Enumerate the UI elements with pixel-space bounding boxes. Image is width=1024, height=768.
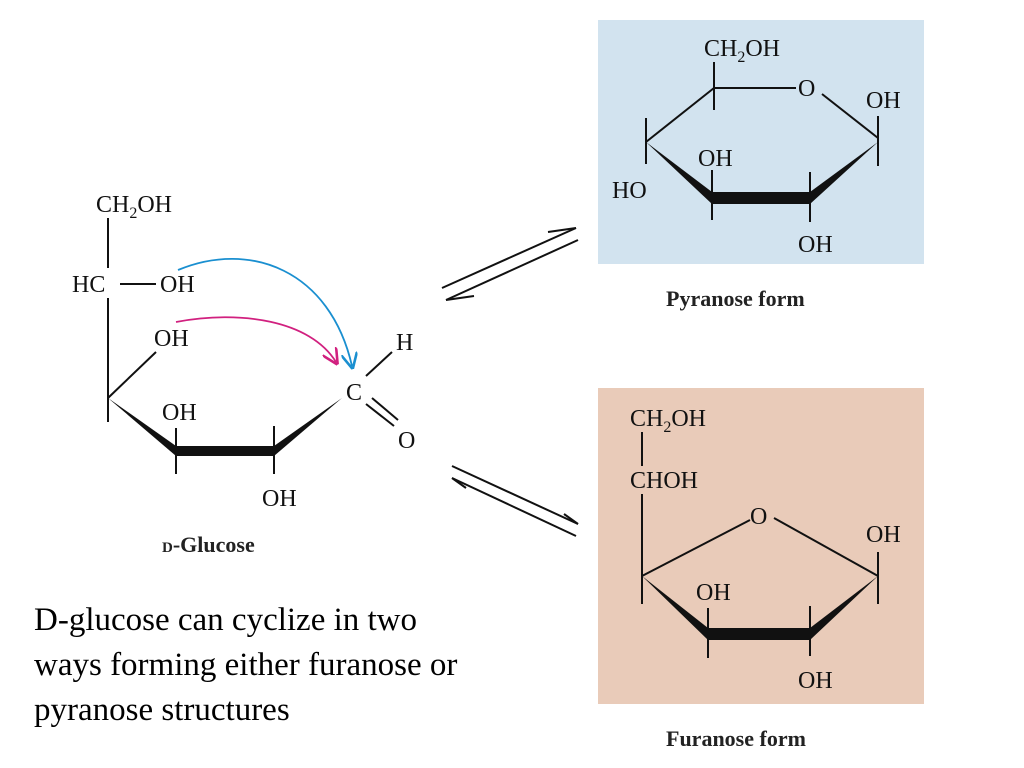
pyranose-o-label: O: [798, 76, 815, 102]
pyranose-oh-right-label: OH: [866, 88, 901, 114]
magenta-curved-arrow: [175, 316, 336, 362]
furanose-structure: CH2OH CHOH O OH OH OH Furanose form: [630, 406, 901, 751]
eq-arrow-pyr-forward: [441, 227, 577, 289]
pyranose-ho-left-label: HO: [612, 178, 647, 204]
glucose-caption: D-Glucose: [162, 532, 255, 557]
glucose-ch2oh-label: CH2OH: [96, 192, 172, 222]
caption-line-3: pyranose structures: [34, 692, 290, 728]
pyranose-ch2oh-label: CH2OH: [704, 36, 780, 66]
pyranose-wedge-right: [810, 142, 878, 204]
pyranose-bond-c5-c4: [645, 87, 715, 143]
caption-line-2: ways forming either furanose or: [34, 647, 458, 683]
pyranose-caption: Pyranose form: [666, 286, 805, 311]
furanose-bold-bond-bottom: [708, 628, 810, 640]
glucose-bold-bond-bottom: [176, 446, 274, 456]
glucose-c-label: C: [346, 380, 362, 406]
furanose-bond-o-c1: [773, 517, 879, 577]
glucose-oh-top-label: OH: [154, 326, 189, 352]
glucose-oh-side-label: OH: [160, 272, 195, 298]
glucose-wedge-left: [108, 398, 176, 456]
eq-arrow-fur-reverse: [451, 477, 577, 537]
glucose-double-bond-1: [365, 403, 395, 427]
glucose-bond-c-h: [365, 351, 393, 377]
furanose-oh-bottom-label: OH: [798, 668, 833, 694]
pyranose-background: [598, 20, 924, 264]
pyranose-oh-mid-label: OH: [698, 146, 733, 172]
description-caption: D-glucose can cyclize in two ways formin…: [34, 598, 554, 733]
glucose-oh-ring-label: OH: [162, 400, 197, 426]
pyranose-bold-bond-bottom: [712, 192, 810, 204]
eq-arrow-fur-forward-head: [563, 513, 579, 525]
furanose-background: [598, 388, 924, 704]
eq-arrow-pyr-forward-head: [547, 227, 577, 233]
pyranose-wedge-left: [646, 142, 712, 204]
furanose-bond-c4-o: [641, 519, 751, 577]
eq-arrow-fur-forward: [451, 465, 579, 525]
pyranose-structure: CH2OH O OH HO OH OH Pyranose form: [612, 36, 901, 311]
furanose-ch2oh-label: CH2OH: [630, 406, 706, 436]
glucose-double-bond-2: [371, 397, 399, 421]
glucose-caption-rest: -Glucose: [173, 532, 255, 557]
glucose-wedge-right: [274, 398, 342, 456]
furanose-wedge-left: [642, 576, 708, 640]
furanose-wedge-right: [810, 576, 878, 640]
furanose-o-label: O: [750, 504, 767, 530]
glucose-h-label: H: [396, 330, 413, 356]
glucose-o-label: O: [398, 428, 415, 454]
furanose-oh-right-label: OH: [866, 522, 901, 548]
furanose-oh-mid-label: OH: [696, 580, 731, 606]
equilibrium-arrow-pyranose: [441, 227, 579, 301]
pyranose-oh-bottom-label: OH: [798, 232, 833, 258]
furanose-choh-label: CHOH: [630, 468, 698, 494]
caption-line-1: D-glucose can cyclize in two: [34, 602, 418, 638]
d-glucose-structure: CH2OH HC OH OH OH OH C H O: [72, 192, 415, 557]
eq-arrow-pyr-reverse-head: [445, 295, 475, 301]
furanose-caption: Furanose form: [666, 726, 806, 751]
equilibrium-arrow-furanose: [451, 465, 579, 537]
glucose-caption-prefix: D: [162, 540, 173, 556]
eq-arrow-fur-reverse-head: [451, 477, 467, 489]
glucose-bond-to-top-oh: [107, 351, 157, 399]
eq-arrow-pyr-reverse: [445, 239, 579, 301]
glucose-oh-bottom-label: OH: [262, 486, 297, 512]
blue-curved-arrow: [177, 257, 352, 366]
glucose-hc-label: HC: [72, 272, 105, 298]
pyranose-bond-o-c1: [821, 93, 879, 139]
